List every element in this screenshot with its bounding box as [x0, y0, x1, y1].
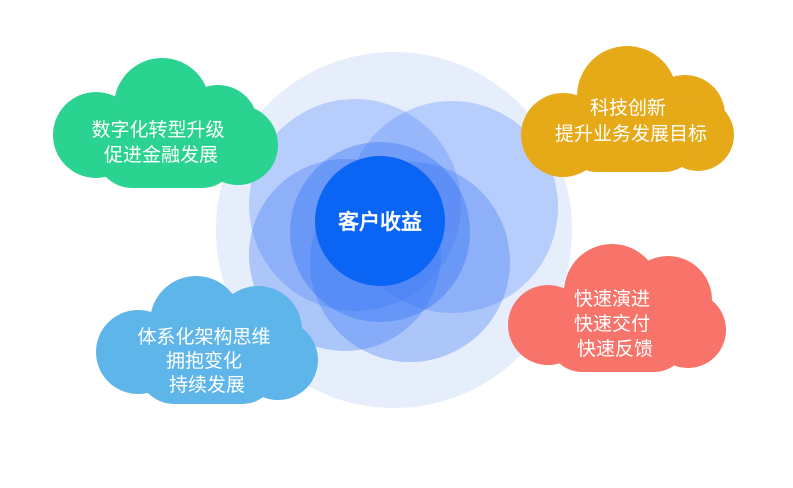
- cloud-speed-base: [548, 300, 688, 372]
- cloud-tech-line-2: 提升业务发展目标: [555, 123, 707, 145]
- cloud-architecture-text: 体系化架构思维 拥抱变化 持续发展: [137, 326, 276, 396]
- cloud-digital-text: 数字化转型升级 促进金融发展: [91, 119, 230, 166]
- cloud-digital: [53, 58, 278, 188]
- cloud-architecture: [96, 276, 318, 404]
- cloud-tech-line-1: 科技创新: [590, 97, 666, 119]
- cloud-architecture-base: [138, 328, 278, 404]
- cloud-speed-line-2: 快速交付: [574, 313, 650, 335]
- cloud-speed-text: 快速演进 快速交付 快速反馈: [574, 288, 656, 360]
- center-label: 客户收益: [338, 210, 422, 234]
- cloud-tech: [521, 46, 734, 177]
- cloud-speed-line-3: 快速反馈: [577, 338, 653, 360]
- cloud-digital-line-2: 促进金融发展: [104, 144, 218, 166]
- cloud-architecture-line-2: 拥抱变化: [166, 350, 242, 372]
- cloud-architecture-line-1: 体系化架构思维: [137, 326, 270, 348]
- cloud-architecture-line-3: 持续发展: [169, 374, 245, 396]
- cloud-speed: [508, 244, 726, 372]
- cloud-tech-base: [563, 100, 698, 172]
- cloud-digital-line-1: 数字化转型升级: [91, 119, 224, 141]
- cloud-speed-line-1: 快速演进: [574, 288, 650, 310]
- core-circle: [315, 156, 445, 286]
- cloud-digital-base: [96, 110, 238, 188]
- cloud-tech-text: 科技创新 提升业务发展目标: [555, 97, 707, 145]
